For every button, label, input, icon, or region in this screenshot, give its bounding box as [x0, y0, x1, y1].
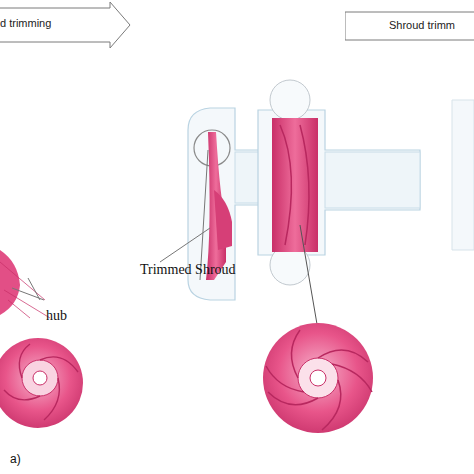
impeller-section — [272, 118, 318, 252]
part-label: Trimmed Shroud — [140, 262, 236, 278]
arrow-banner: Shroud trimm — [345, 8, 474, 44]
pump-housing — [258, 80, 420, 285]
part-label: hub — [46, 308, 67, 324]
part-label: a) — [10, 452, 21, 466]
impeller-front-view — [263, 323, 373, 433]
impeller-front-view — [0, 338, 83, 428]
arrow-banner: d trimming — [0, 2, 132, 48]
impeller-partial — [0, 250, 20, 315]
banner-text: d trimming — [0, 17, 51, 29]
banner-text: Shroud trimm — [389, 19, 455, 31]
